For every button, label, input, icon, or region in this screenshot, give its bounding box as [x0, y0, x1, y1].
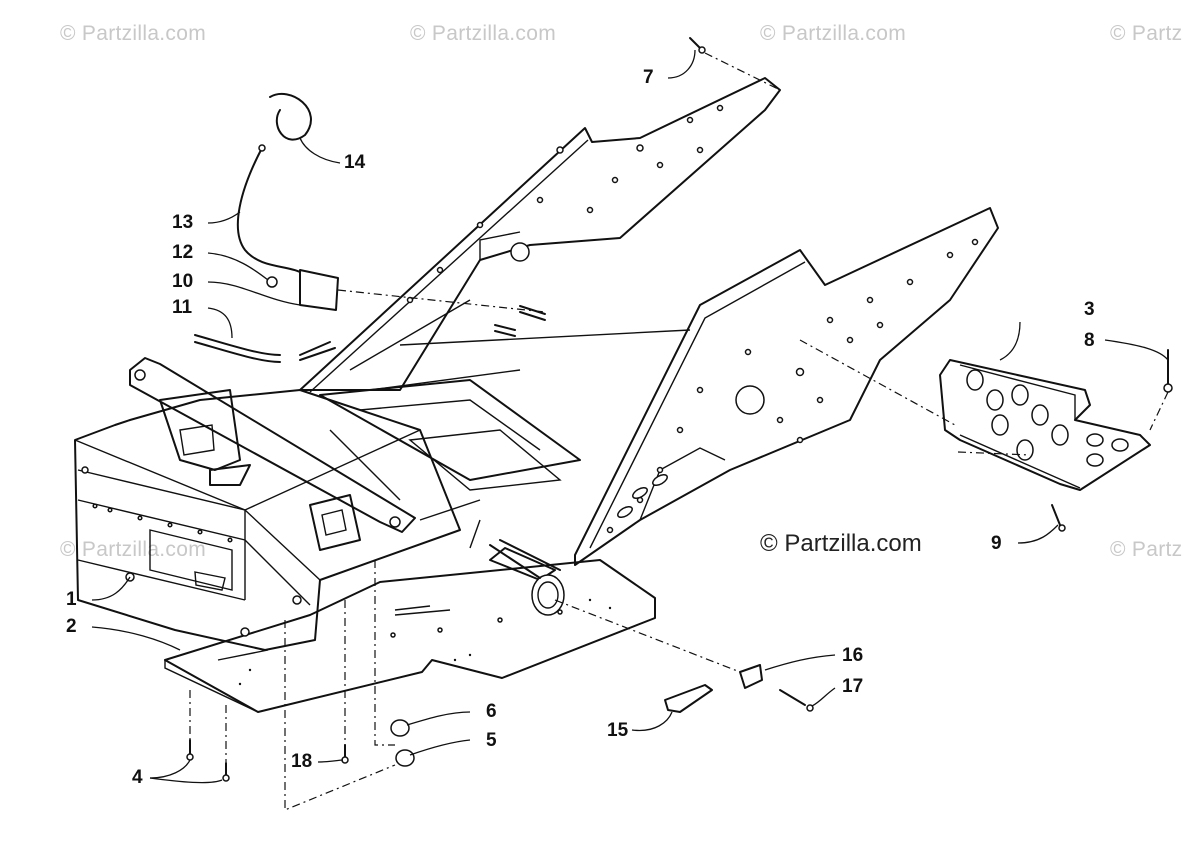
callout-8: 8: [1084, 330, 1095, 351]
callout-18: 18: [291, 751, 313, 772]
watermark: © Partz: [1110, 538, 1183, 561]
drive-tube: [469, 519, 565, 616]
callout-2: 2: [66, 616, 77, 637]
callout-7: 7: [643, 67, 654, 88]
watermark: © Partzilla.com: [60, 22, 207, 45]
callout-14: 14: [344, 152, 366, 173]
callout-13: 13: [172, 212, 194, 233]
partzilla-credit: © Partzilla.com: [760, 530, 922, 557]
callout-15: 15: [607, 720, 629, 741]
leader-lines: [91, 49, 1169, 811]
callout-10: 10: [172, 271, 194, 292]
bumper-arm: [129, 357, 416, 551]
tunnel-right-plate: [574, 207, 999, 566]
callout-5: 5: [486, 730, 497, 751]
callout-3: 3: [1084, 299, 1095, 320]
watermark: © Partzilla.com: [760, 22, 907, 45]
watermark: © Partz: [1110, 22, 1183, 45]
tunnel-left-rail: [299, 77, 781, 393]
rear-bumper: [939, 359, 1151, 491]
callout-17: 17: [842, 676, 864, 697]
watermark: © Partzilla.com: [60, 538, 207, 561]
watermark: © Partzilla.com: [410, 22, 557, 45]
callout-12: 12: [172, 242, 194, 263]
tunnel-floor: [319, 299, 691, 521]
callout-9: 9: [991, 533, 1002, 554]
hardware: [186, 37, 1173, 782]
callout-16: 16: [842, 645, 864, 666]
callout-11: 11: [172, 297, 193, 318]
callout-1: 1: [66, 589, 77, 610]
callout-4: 4: [132, 767, 143, 788]
front-bulkhead: [74, 389, 461, 651]
belly-pan: [164, 559, 656, 713]
callout-6: 6: [486, 701, 497, 722]
